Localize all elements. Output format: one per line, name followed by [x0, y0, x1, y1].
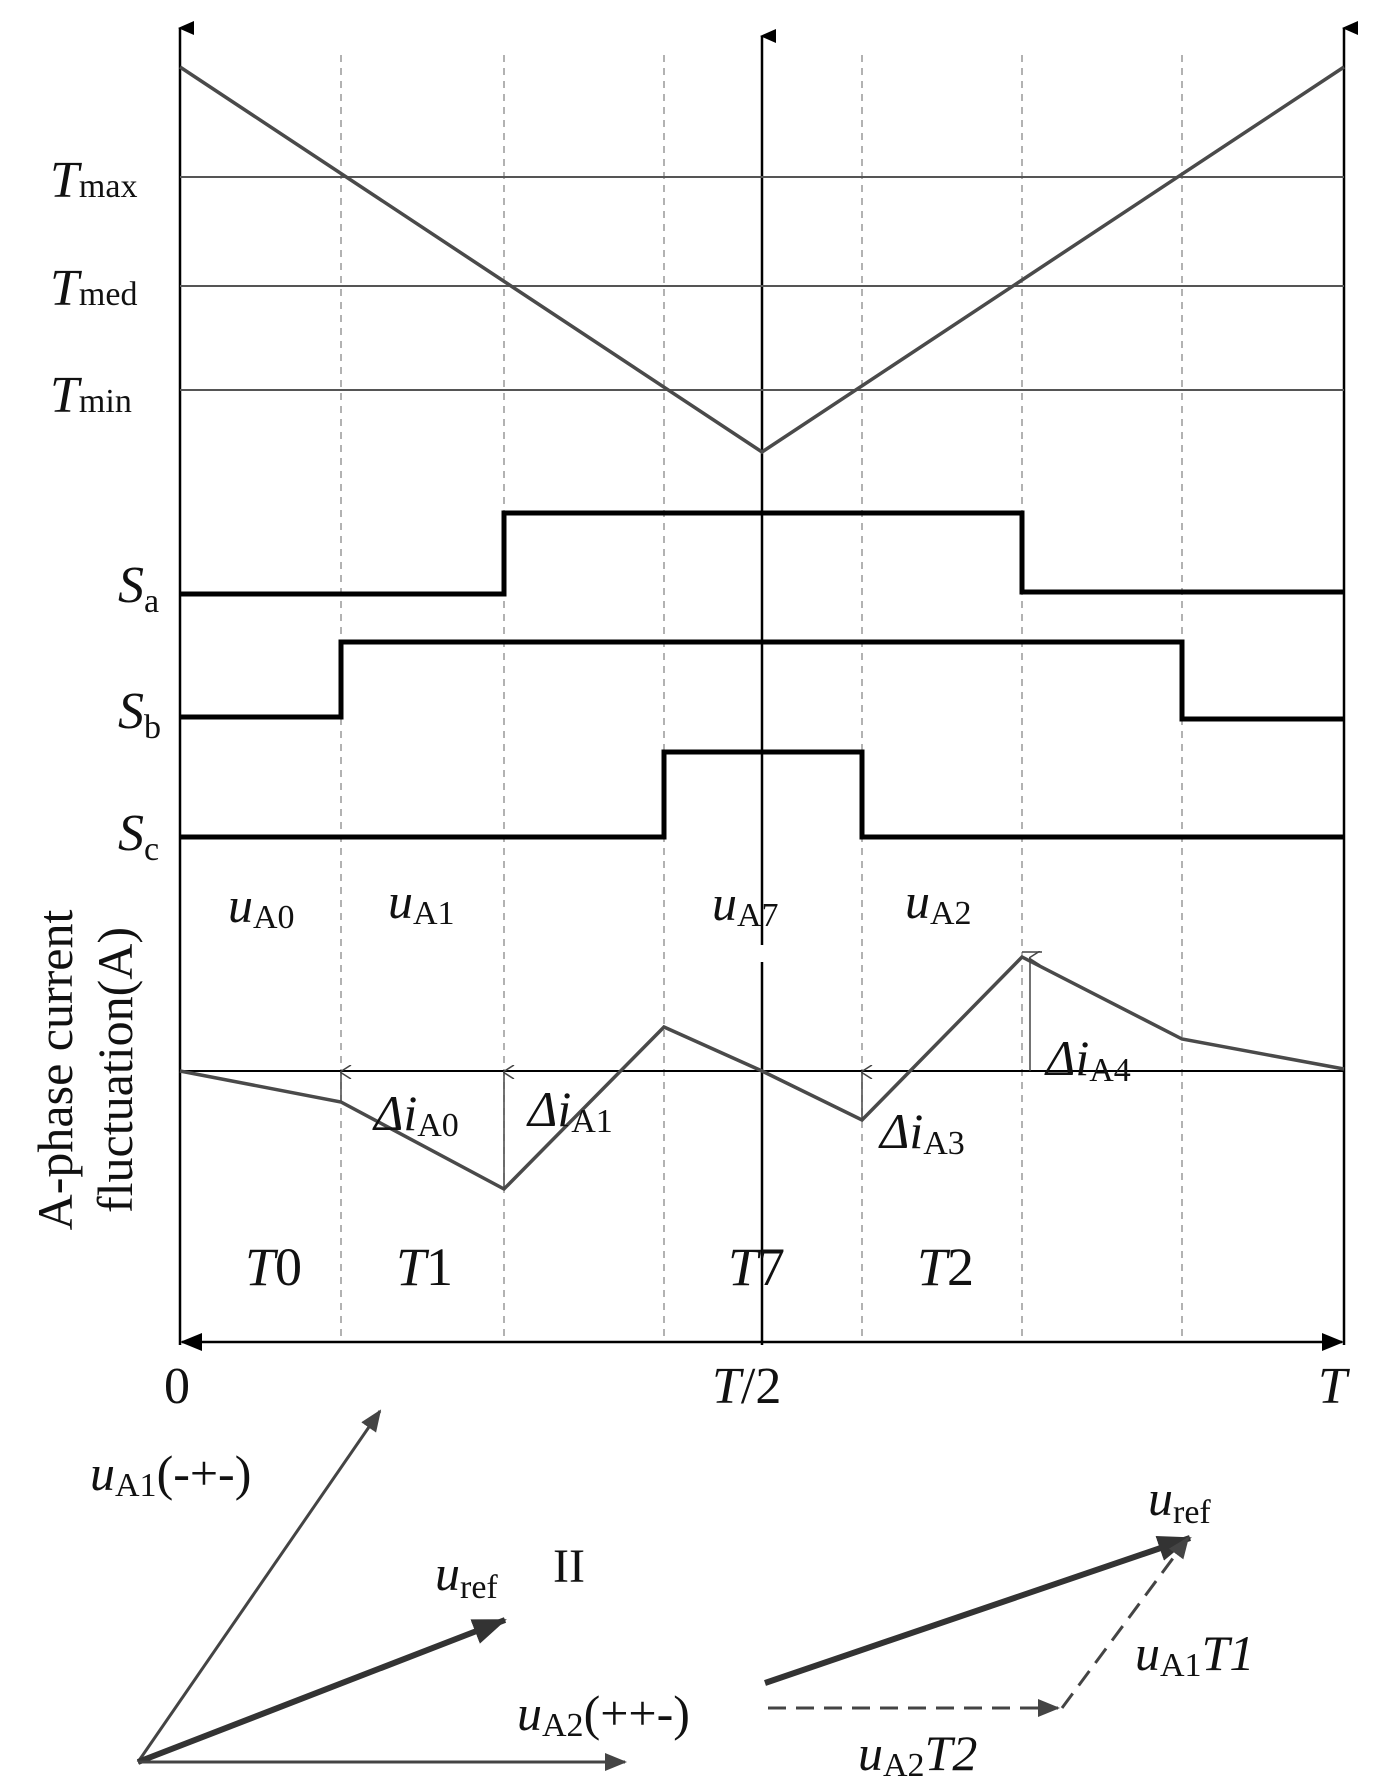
phasor-ua1-arrow — [136, 1409, 382, 1763]
label-delta-a1: ΔiA1 — [526, 1081, 613, 1140]
label-ua1: uA1 — [388, 873, 455, 932]
phasor-label-sector: II — [553, 1540, 585, 1593]
threshold-lines — [180, 176, 1344, 391]
phasor-right-uref-arrow — [764, 1535, 1192, 1686]
phasor-right-label-ua2t2: uA2T2 — [858, 1725, 977, 1784]
label-ua7: uA7 — [712, 875, 779, 934]
label-delta-a3: ΔiA3 — [878, 1103, 965, 1162]
phasor-diagram-left: uA1(-+-) uref II uA2(++-) — [90, 1409, 690, 1771]
axis-label-full: T — [1318, 1358, 1350, 1415]
label-ua2: uA2 — [905, 873, 972, 932]
axis-label-half: T/2 — [712, 1358, 781, 1415]
label-delta-a0: ΔiA0 — [372, 1085, 459, 1144]
phasor-uref-arrow — [136, 1617, 507, 1765]
label-t1: T1 — [396, 1237, 453, 1297]
label-t2: T2 — [917, 1237, 974, 1297]
label-sb: Sb — [118, 683, 161, 746]
phasor-diagram-right: uref uA1T1 uA2T2 — [764, 1470, 1254, 1784]
phasor-label-ua1: uA1(-+-) — [90, 1445, 251, 1504]
switch-signal-a — [180, 510, 1344, 597]
y-axis-label: A-phase current fluctuation(A) — [27, 910, 143, 1231]
y-axis-label-line2: fluctuation(A) — [87, 927, 143, 1213]
label-sc: Sc — [118, 805, 159, 868]
label-tmed: Tmed — [50, 260, 137, 317]
label-t7: T7 — [728, 1237, 785, 1297]
axis-label-zero: 0 — [164, 1358, 190, 1415]
switch-signal-c — [180, 749, 1344, 840]
carrier-triangle — [179, 65, 1345, 455]
phasor-label-ua2: uA2(++-) — [517, 1685, 690, 1744]
label-ua0: uA0 — [228, 877, 295, 936]
label-tmin: Tmin — [50, 367, 132, 424]
label-t0: T0 — [245, 1237, 302, 1297]
switch-signal-b — [180, 639, 1344, 722]
label-sa: Sa — [118, 557, 159, 620]
label-tmax: Tmax — [50, 152, 137, 209]
y-axis-label-line1: A-phase current — [27, 910, 83, 1231]
phasor-label-uref: uref — [435, 1545, 498, 1606]
phasor-right-label-uref: uref — [1148, 1470, 1211, 1531]
phasor-right-label-ua1t1: uA1T1 — [1135, 1625, 1254, 1684]
phasor-right-ua1t1-dashed — [1060, 1536, 1190, 1709]
current-fluctuation-curve — [179, 954, 1345, 1192]
label-delta-a4: ΔiA4 — [1044, 1030, 1131, 1089]
